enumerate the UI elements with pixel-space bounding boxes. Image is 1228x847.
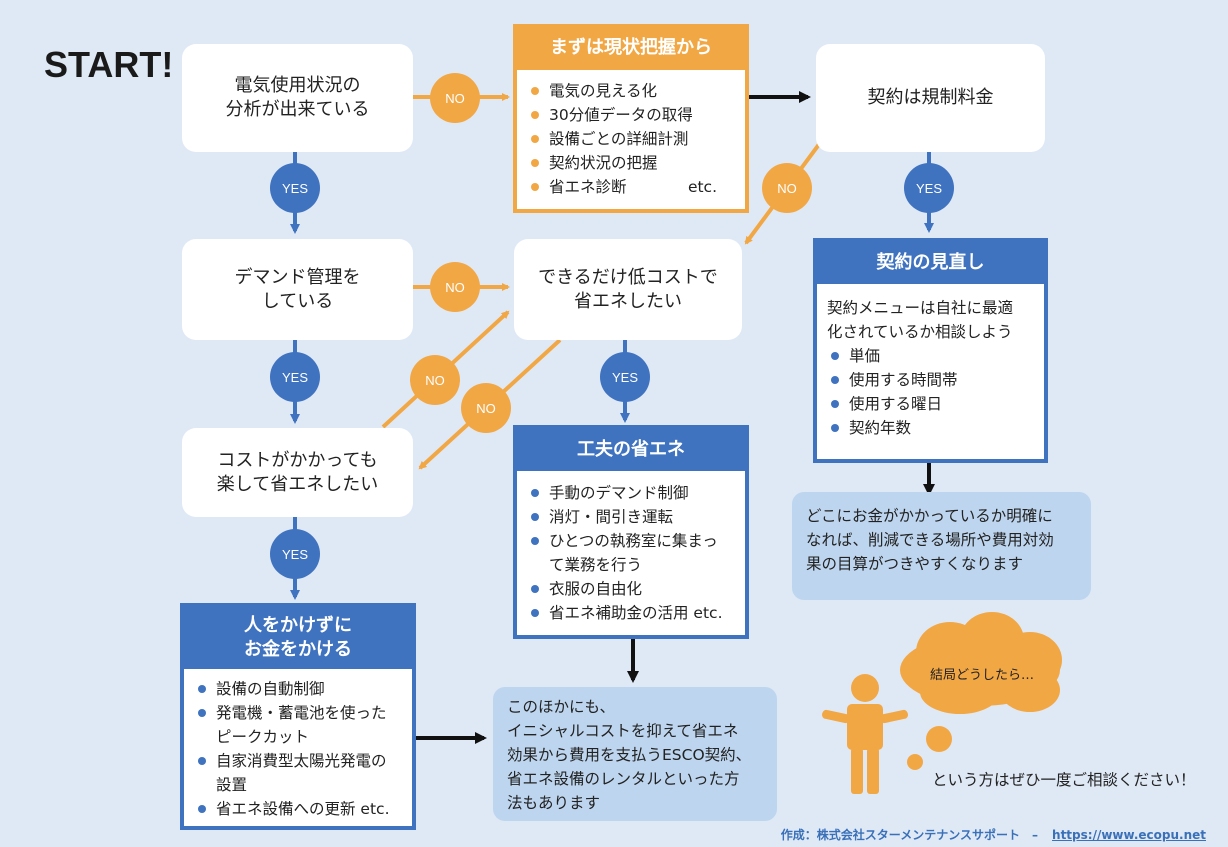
yes-badge: YES: [904, 163, 954, 213]
question-demand-line-2: している: [261, 290, 334, 312]
current-state-box: まずは現状把握から 電気の見える化 30分値データの取得 設備ごとの詳細計測 契…: [513, 24, 749, 213]
question-analysis: 電気使用状況の 分析が出来ている: [182, 44, 413, 152]
contract-note-line: どこにお金がかかっているか明確に: [806, 507, 1053, 525]
footer: 作成：株式会社スターメンテナンスサポート – https://www.ecopu.…: [781, 826, 1206, 843]
no-badge: NO: [430, 262, 480, 312]
list-item: 電気の見える化: [527, 79, 735, 103]
list-item: 省エネ補助金の活用 etc.: [527, 601, 735, 625]
question-demand-line-1: デマンド管理を: [234, 266, 361, 288]
list-item: 契約状況の把握: [527, 151, 735, 175]
other-options-line: 省エネ設備のレンタルといった方: [507, 770, 740, 788]
list-item: 設備の自動制御: [194, 677, 402, 701]
footer-link[interactable]: https://www.ecopu.net: [1052, 828, 1206, 842]
question-low-cost-line-2: 省エネしたい: [573, 290, 682, 312]
no-badge: NO: [762, 163, 812, 213]
list-item: 使用する時間帯: [827, 368, 1034, 392]
other-options-line: 効果から費用を支払うESCO契約、: [507, 746, 752, 764]
invest-money-title-line: 人をかけずに: [244, 615, 352, 636]
list-item: 設備ごとの詳細計測: [527, 127, 735, 151]
person-icon: [822, 674, 908, 794]
no-badge: NO: [410, 355, 460, 405]
list-item: 発電機・蓄電池を使った: [194, 701, 402, 725]
thought-cloud: [900, 612, 1062, 770]
yes-badge: YES: [600, 352, 650, 402]
contract-review-title-text: 契約の見直し: [876, 252, 985, 273]
list-item: 30分値データの取得: [527, 103, 735, 127]
contract-note-line: 果の目算がつきやすくなります: [806, 555, 1024, 573]
invest-money-title-line: お金をかける: [244, 639, 352, 660]
yes-badge: YES: [270, 352, 320, 402]
invest-money-title: 人をかけずに お金をかける: [184, 607, 412, 669]
consult-text: という方はぜひ一度ご相談ください！: [932, 771, 1196, 789]
no-badge: NO: [430, 73, 480, 123]
start-label: START!: [44, 44, 174, 85]
question-demand: デマンド管理を している: [182, 239, 413, 340]
list-item: 衣服の自由化: [527, 577, 735, 601]
invest-money-box: 人をかけずに お金をかける 設備の自動制御 発電機・蓄電池を使った ピークカット…: [180, 603, 416, 830]
contract-review-desc: 契約メニューは自社に最適 化されているか相談しよう: [817, 284, 1044, 344]
list-item-continued: 設置: [216, 776, 248, 794]
yes-badge: YES: [270, 529, 320, 579]
list-item: 単価: [827, 344, 1034, 368]
footer-credit: 作成：株式会社スターメンテナンスサポート –: [780, 828, 1039, 842]
no-badge: NO: [461, 383, 511, 433]
ingenuity-saving-title: 工夫の省エネ: [517, 429, 745, 471]
current-state-title: まずは現状把握から: [517, 28, 745, 70]
contract-review-desc-line: 化されているか相談しよう: [827, 323, 1013, 341]
list-item: 省エネ診断 etc.: [527, 175, 735, 199]
list-item-continued: ピークカット: [216, 728, 310, 746]
contract-note-line: なれば、削減できる場所や費用対効: [806, 531, 1054, 549]
contract-review-box: 契約の見直し 契約メニューは自社に最適 化されているか相談しよう 単価 使用する…: [813, 238, 1048, 463]
question-regulated-rate: 契約は規制料金: [816, 44, 1045, 152]
question-analysis-line-2: 分析が出来ている: [225, 99, 370, 120]
contract-note: どこにお金がかかっているか明確に なれば、削減できる場所や費用対効 果の目算がつ…: [792, 492, 1091, 600]
etc-label: etc.: [687, 178, 717, 196]
question-cost-ok-line-1: コストがかかっても: [217, 449, 378, 471]
contract-review-desc-line: 契約メニューは自社に最適: [827, 299, 1014, 317]
list-item: ひとつの執務室に集まっ: [527, 529, 735, 553]
question-cost-ok: コストがかかっても 楽して省エネしたい: [182, 428, 413, 517]
yes-badge: YES: [270, 163, 320, 213]
other-options-line: このほかにも、: [507, 698, 616, 716]
ingenuity-saving-title-text: 工夫の省エネ: [577, 439, 685, 460]
question-cost-ok-line-2: 楽して省エネしたい: [216, 473, 379, 495]
list-item: 自家消費型太陽光発電の: [194, 749, 402, 773]
list-item: 契約年数: [827, 416, 1034, 440]
thought-text: 結局どうしたら…: [929, 668, 1034, 683]
question-low-cost: できるだけ低コストで 省エネしたい: [514, 239, 742, 340]
list-item: 消灯・間引き運転: [527, 505, 735, 529]
list-item-continued: て業務を行う: [549, 556, 643, 574]
ingenuity-saving-box: 工夫の省エネ 手動のデマンド制御 消灯・間引き運転 ひとつの執務室に集まっ て業…: [513, 425, 749, 639]
question-regulated-rate-line-1: 契約は規制料金: [867, 87, 994, 108]
list-item: 使用する曜日: [827, 392, 1034, 416]
contract-review-title: 契約の見直し: [817, 242, 1044, 284]
other-options-line: イニシャルコストを抑えて省エネ: [507, 722, 739, 740]
other-options-note: このほかにも、 イニシャルコストを抑えて省エネ 効果から費用を支払うESCO契約…: [493, 687, 777, 821]
list-item: 省エネ設備への更新 etc.: [194, 797, 402, 821]
other-options-line: 法もあります: [507, 794, 601, 812]
list-item: 手動のデマンド制御: [527, 481, 735, 505]
list-item-text: 省エネ診断: [549, 178, 627, 196]
question-analysis-line-1: 電気使用状況の: [234, 75, 361, 96]
question-low-cost-line-1: できるだけ低コストで: [538, 266, 718, 288]
